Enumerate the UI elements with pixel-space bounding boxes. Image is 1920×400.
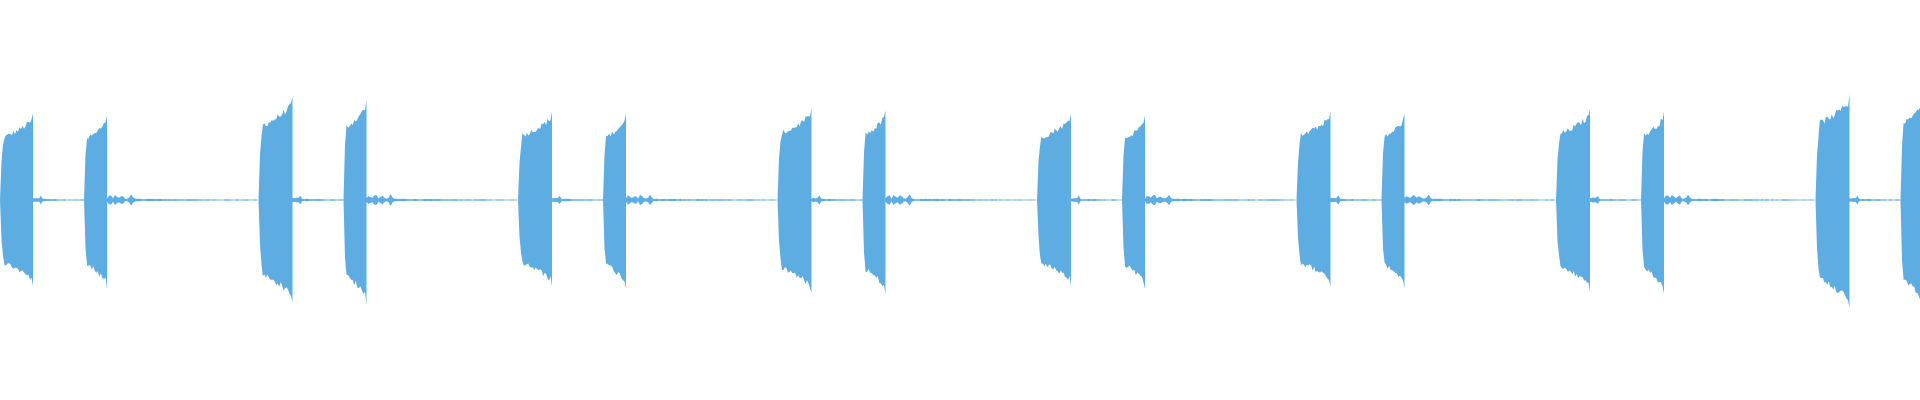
waveform-burst-1: [33, 195, 84, 205]
waveform-burst-20: [1296, 111, 1331, 287]
waveform-burst-17: [1071, 195, 1122, 205]
waveform-burst-10: [603, 113, 626, 289]
waveform-burst-13: [811, 195, 863, 205]
waveform-burst-12: [777, 108, 812, 293]
waveform-burst-9: [552, 196, 603, 204]
waveform-burst-5: [292, 195, 344, 205]
waveform-burst-0: [0, 113, 33, 287]
waveform-burst-23: [1404, 194, 1555, 206]
waveform-burst-18: [1122, 115, 1145, 289]
waveform-burst-8: [518, 111, 552, 287]
waveform-burst-6: [343, 99, 367, 305]
waveform-burst-7: [366, 194, 517, 206]
waveform-burst-22: [1381, 113, 1405, 289]
waveform-burst-15: [885, 194, 1036, 206]
waveform-burst-26: [1641, 111, 1664, 295]
waveform-layer: [0, 94, 1920, 308]
waveform-burst-24: [1556, 109, 1590, 292]
waveform-burst-3: [107, 194, 258, 206]
waveform-burst-4: [258, 97, 293, 303]
waveform-burst-19: [1145, 194, 1296, 206]
waveform-burst-11: [626, 194, 777, 206]
waveform-burst-28: [1815, 94, 1850, 308]
waveform-burst-27: [1664, 194, 1815, 206]
waveform-burst-29: [1849, 195, 1901, 205]
waveform-burst-14: [862, 110, 886, 296]
waveform-burst-25: [1590, 196, 1641, 204]
waveform-burst-21: [1330, 195, 1382, 205]
waveform-burst-30: [1900, 106, 1920, 300]
waveform-burst-2: [84, 115, 107, 289]
waveform-burst-16: [1037, 113, 1071, 287]
